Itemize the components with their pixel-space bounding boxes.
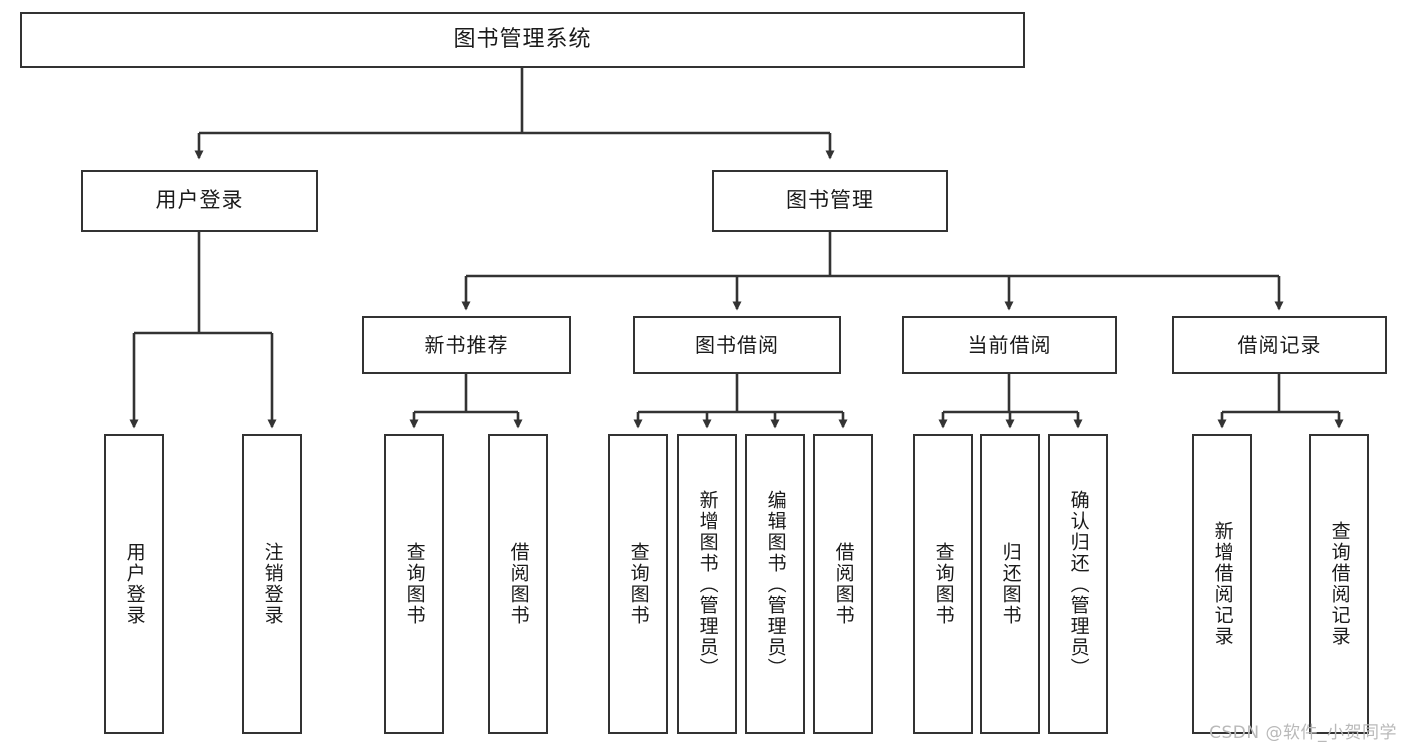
leaf-book-borrow-edit-label: 编辑图书（管理员） (764, 489, 787, 679)
leaf-borrow-record-query[interactable]: 查询借阅记录 (1309, 434, 1369, 734)
leaf-borrow-record-add[interactable]: 新增借阅记录 (1192, 434, 1252, 734)
leaf-borrow-record-query-label: 查询借阅记录 (1328, 521, 1351, 647)
leaf-user-login-login-label: 用户登录 (123, 542, 146, 626)
leaf-borrow-record-add-label: 新增借阅记录 (1211, 521, 1234, 647)
leaf-book-borrow-borrow[interactable]: 借阅图书 (813, 434, 873, 734)
leaf-book-borrow-borrow-label: 借阅图书 (832, 542, 855, 626)
leaf-user-login-logout-label: 注销登录 (261, 542, 284, 626)
leaf-book-borrow-edit[interactable]: 编辑图书（管理员） (745, 434, 805, 734)
node-borrow-record-label: 借阅记录 (1237, 333, 1322, 357)
node-user-login[interactable]: 用户登录 (81, 170, 318, 232)
leaf-new-book-borrow-label: 借阅图书 (507, 542, 530, 626)
csdn-watermark: CSDN @软件_小贺同学 (1209, 723, 1397, 743)
node-root-system[interactable]: 图书管理系统 (20, 12, 1025, 68)
leaf-book-borrow-query-label: 查询图书 (627, 542, 650, 626)
node-current-borrow[interactable]: 当前借阅 (902, 316, 1117, 374)
node-book-borrow-label: 图书借阅 (695, 333, 779, 357)
node-new-book-recommend-label: 新书推荐 (424, 333, 509, 357)
node-new-book-recommend[interactable]: 新书推荐 (362, 316, 571, 374)
leaf-current-borrow-confirm-return[interactable]: 确认归还（管理员） (1048, 434, 1108, 734)
leaf-current-borrow-return-label: 归还图书 (999, 542, 1022, 626)
leaf-current-borrow-query[interactable]: 查询图书 (913, 434, 973, 734)
leaf-new-book-query-label: 查询图书 (403, 542, 426, 626)
leaf-current-borrow-query-label: 查询图书 (932, 542, 955, 626)
leaf-book-borrow-query[interactable]: 查询图书 (608, 434, 668, 734)
node-book-management[interactable]: 图书管理 (712, 170, 948, 232)
node-current-borrow-label: 当前借阅 (967, 333, 1052, 357)
node-book-borrow[interactable]: 图书借阅 (633, 316, 841, 374)
leaf-new-book-borrow[interactable]: 借阅图书 (488, 434, 548, 734)
node-borrow-record[interactable]: 借阅记录 (1172, 316, 1387, 374)
node-user-login-label: 用户登录 (155, 188, 244, 213)
leaf-new-book-query[interactable]: 查询图书 (384, 434, 444, 734)
leaf-current-borrow-return[interactable]: 归还图书 (980, 434, 1040, 734)
leaf-user-login-login[interactable]: 用户登录 (104, 434, 164, 734)
leaf-user-login-logout[interactable]: 注销登录 (242, 434, 302, 734)
leaf-book-borrow-add[interactable]: 新增图书（管理员） (677, 434, 737, 734)
node-root-system-label: 图书管理系统 (453, 26, 592, 52)
leaf-current-borrow-confirm-return-label: 确认归还（管理员） (1067, 489, 1090, 679)
node-book-management-label: 图书管理 (786, 188, 874, 213)
leaf-book-borrow-add-label: 新增图书（管理员） (696, 489, 719, 679)
